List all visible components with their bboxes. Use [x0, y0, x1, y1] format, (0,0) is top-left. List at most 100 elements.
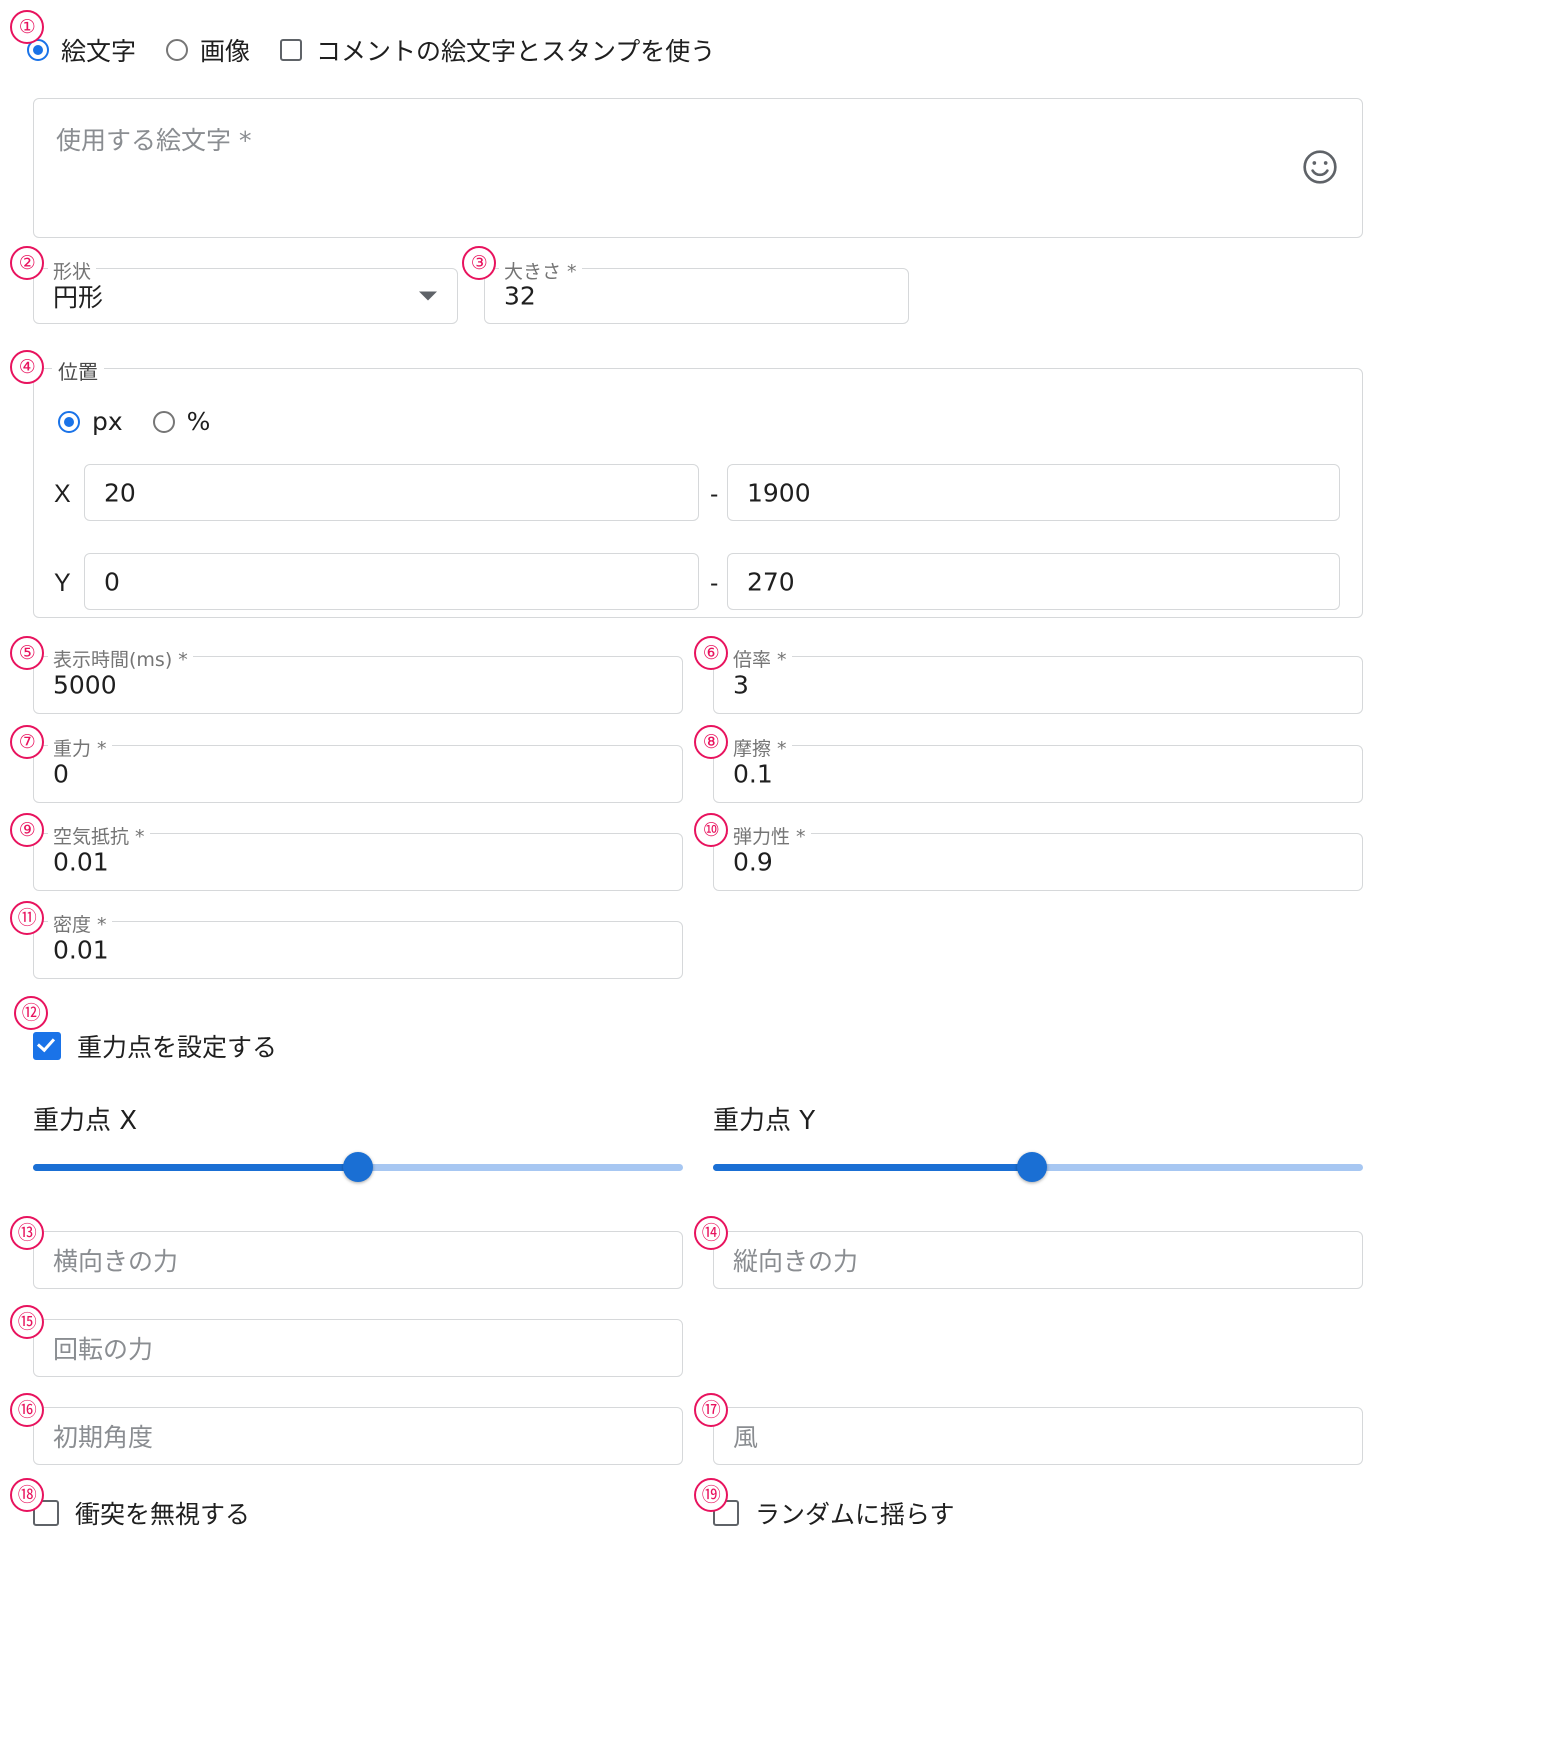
size-input-legend: 大きさ * — [499, 257, 582, 284]
gravity-point-x-slider-thumb[interactable] — [343, 1152, 373, 1182]
annotation-marker-1: ① — [10, 10, 44, 44]
gravity-input-legend: 重力 * — [48, 734, 112, 761]
density-input-legend: 密度 * — [48, 910, 112, 937]
gravity-point-x-label: 重力点 X — [33, 1106, 138, 1136]
radio-emoji-label: 絵文字 — [61, 37, 137, 66]
shape-select-value: 円形 — [53, 283, 104, 312]
annotation-marker-17: ⑰ — [694, 1393, 728, 1427]
force-y-input[interactable]: 縦向きの力 — [713, 1231, 1363, 1289]
checkbox-ignore-collision[interactable] — [33, 1500, 59, 1526]
smiley-face-icon[interactable] — [1300, 147, 1340, 187]
radio-unit-percent-label: % — [186, 407, 211, 436]
annotation-marker-18: ⑱ — [10, 1478, 44, 1512]
size-input[interactable]: 大きさ * 32 — [484, 257, 909, 324]
emoji-textarea[interactable]: 使用する絵文字 * — [33, 98, 1363, 238]
position-x-max-value: 1900 — [747, 478, 811, 507]
air-resistance-input[interactable]: 空気抵抗 * 0.01 — [33, 822, 683, 891]
density-input[interactable]: 密度 * 0.01 — [33, 910, 683, 979]
position-y-max-input[interactable]: 270 — [727, 553, 1340, 610]
annotation-marker-13: ⑬ — [10, 1216, 44, 1250]
radio-unit-percent[interactable] — [152, 410, 175, 433]
air-resistance-input-value: 0.01 — [53, 847, 109, 877]
scale-input-value: 3 — [733, 670, 749, 700]
force-rotate-input[interactable]: 回転の力 — [33, 1319, 683, 1377]
size-input-value: 32 — [504, 281, 536, 311]
annotation-marker-3: ③ — [462, 246, 496, 280]
shape-select[interactable]: 形状 円形 — [33, 257, 458, 324]
gravity-point-x-slider[interactable] — [33, 1152, 683, 1182]
checkbox-gravity-point[interactable] — [33, 1032, 61, 1060]
wind-input[interactable]: 風 — [713, 1407, 1363, 1465]
scale-input[interactable]: 倍率 * 3 — [713, 645, 1363, 714]
position-fieldset-legend: 位置 — [52, 356, 104, 385]
position-x-axis-label: X — [54, 480, 71, 508]
position-fieldset: 位置 px % X 20 - 1900 Y 0 - 270 — [33, 356, 1363, 618]
checkbox-use-comment-emoji-label: コメントの絵文字とスタンプを使う — [316, 37, 716, 66]
gravity-point-y-slider-thumb[interactable] — [1016, 1152, 1047, 1182]
restitution-input-value: 0.9 — [733, 847, 773, 877]
annotation-marker-16: ⑯ — [10, 1393, 44, 1427]
friction-input-legend: 摩擦 * — [728, 734, 792, 761]
radio-unit-px[interactable] — [58, 410, 80, 433]
annotation-marker-12: ⑫ — [14, 996, 48, 1030]
annotation-marker-10: ⑩ — [694, 813, 728, 847]
restitution-input[interactable]: 弾力性 * 0.9 — [713, 822, 1363, 891]
position-y-separator: - — [710, 569, 719, 597]
gravity-point-toggle-row[interactable]: 重力点を設定する — [33, 1028, 277, 1064]
force-x-input-placeholder: 横向きの力 — [53, 1247, 179, 1276]
scale-input-legend: 倍率 * — [728, 645, 792, 672]
position-y-axis-label: Y — [54, 569, 71, 597]
duration-input-legend: 表示時間(ms) * — [48, 645, 193, 672]
position-y-min-input[interactable]: 0 — [84, 553, 699, 610]
force-x-input[interactable]: 横向きの力 — [33, 1231, 683, 1289]
annotation-marker-5: ⑤ — [10, 636, 44, 670]
position-y-min-value: 0 — [104, 567, 120, 596]
annotation-marker-7: ⑦ — [10, 725, 44, 759]
initial-angle-input[interactable]: 初期角度 — [33, 1407, 683, 1465]
restitution-input-legend: 弾力性 * — [728, 822, 811, 849]
duration-input[interactable]: 表示時間(ms) * 5000 — [33, 645, 683, 714]
initial-angle-input-placeholder: 初期角度 — [53, 1423, 154, 1452]
gravity-point-y-label: 重力点 Y — [713, 1106, 816, 1136]
friction-input[interactable]: 摩擦 * 0.1 — [713, 734, 1363, 803]
radio-image[interactable] — [166, 39, 189, 61]
annotation-marker-19: ⑲ — [694, 1478, 728, 1512]
random-shake-row[interactable]: ランダムに揺らす — [713, 1495, 955, 1531]
radio-unit-px-label: px — [92, 407, 123, 436]
force-rotate-input-placeholder: 回転の力 — [53, 1335, 154, 1364]
checkbox-ignore-collision-label: 衝突を無視する — [75, 1500, 251, 1529]
gravity-point-y-slider-fill — [713, 1164, 1032, 1171]
checkbox-use-comment-emoji[interactable] — [280, 39, 303, 61]
position-x-separator: - — [710, 480, 719, 508]
annotation-marker-15: ⑮ — [10, 1305, 44, 1339]
gravity-input[interactable]: 重力 * 0 — [33, 734, 683, 803]
wind-input-placeholder: 風 — [733, 1423, 759, 1452]
shape-select-legend: 形状 — [48, 257, 97, 284]
air-resistance-input-legend: 空気抵抗 * — [48, 822, 150, 849]
force-y-input-placeholder: 縦向きの力 — [733, 1247, 859, 1276]
annotation-marker-9: ⑨ — [10, 813, 44, 847]
checkbox-gravity-point-label: 重力点を設定する — [77, 1033, 278, 1062]
position-y-max-value: 270 — [747, 567, 795, 596]
gravity-input-value: 0 — [53, 759, 69, 789]
duration-input-value: 5000 — [53, 670, 117, 700]
friction-input-value: 0.1 — [733, 759, 773, 789]
density-input-value: 0.01 — [53, 935, 109, 965]
annotation-marker-11: ⑪ — [10, 901, 44, 935]
annotation-marker-14: ⑭ — [694, 1216, 728, 1250]
annotation-marker-2: ② — [10, 246, 44, 280]
source-type-group: 絵文字 画像 コメントの絵文字とスタンプを使う — [27, 32, 715, 68]
radio-image-label: 画像 — [200, 37, 251, 66]
position-x-min-value: 20 — [104, 478, 136, 507]
annotation-marker-4: ④ — [10, 350, 44, 384]
gravity-point-y-slider[interactable] — [713, 1152, 1363, 1182]
position-x-max-input[interactable]: 1900 — [727, 464, 1340, 521]
radio-emoji[interactable] — [27, 39, 49, 61]
checkbox-random-shake-label: ランダムに揺らす — [755, 1500, 955, 1529]
emoji-textarea-placeholder: 使用する絵文字 * — [56, 126, 252, 155]
annotation-marker-8: ⑧ — [694, 725, 728, 759]
chevron-down-icon[interactable] — [419, 291, 437, 301]
position-x-min-input[interactable]: 20 — [84, 464, 699, 521]
gravity-point-x-slider-fill — [33, 1164, 358, 1171]
ignore-collision-row[interactable]: 衝突を無視する — [33, 1495, 250, 1531]
